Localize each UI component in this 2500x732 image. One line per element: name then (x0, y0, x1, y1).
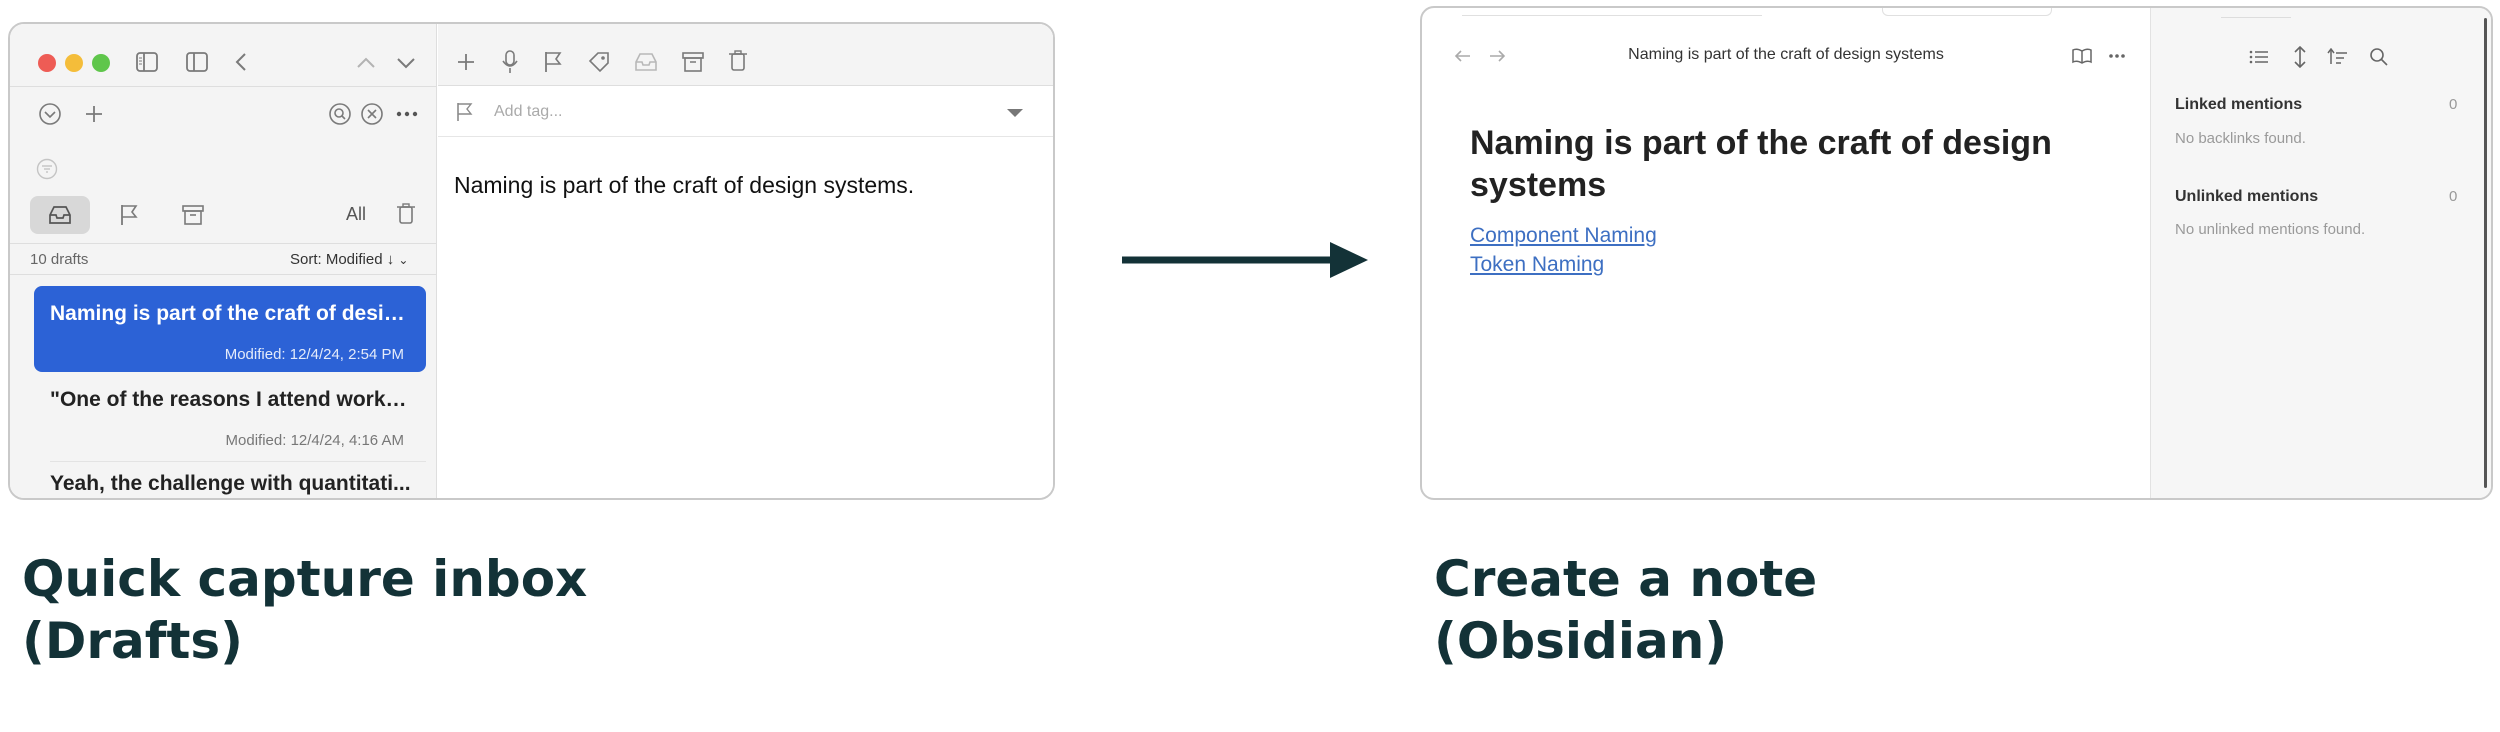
tab-inbox[interactable] (30, 196, 90, 234)
inbox-icon (49, 206, 71, 224)
tab-strip (1882, 8, 2052, 16)
caption-obsidian: Create a note (Obsidian) (1434, 548, 1817, 672)
search-icon[interactable] (2369, 47, 2389, 67)
inbox-icon[interactable] (634, 52, 658, 72)
tag-icon[interactable] (588, 51, 610, 73)
back-icon[interactable] (234, 52, 248, 72)
backlinks-panel: Linked mentions 0 No backlinks found. Un… (2150, 8, 2491, 498)
tab-trash-icon[interactable] (396, 203, 416, 225)
caption-drafts-line1: Quick capture inbox (22, 550, 588, 608)
trash-icon[interactable] (728, 50, 748, 72)
close-window-button[interactable] (38, 54, 56, 72)
down-icon[interactable] (396, 56, 416, 70)
flag-icon[interactable] (544, 51, 562, 73)
linked-mentions-heading[interactable]: Linked mentions (2175, 96, 2303, 113)
sort-icon[interactable] (2327, 48, 2349, 66)
note-link-component-naming[interactable]: Component Naming (1470, 224, 1657, 247)
up-icon[interactable] (356, 56, 376, 70)
chevron-down-icon: ⌄ (398, 253, 409, 267)
reading-view-icon[interactable] (2072, 48, 2092, 64)
sidebar-icon[interactable] (136, 52, 158, 72)
panel-tab-strip (2221, 10, 2291, 18)
zoom-window-button[interactable] (92, 54, 110, 72)
draft-modified: Modified: 12/4/24, 4:16 AM (225, 432, 404, 449)
sort-dropdown[interactable]: Sort: Modified ↓ ⌄ (290, 251, 408, 268)
plus-icon[interactable] (456, 52, 476, 72)
archive-icon[interactable] (682, 52, 704, 72)
unlinked-mentions-empty: No unlinked mentions found. (2175, 221, 2366, 238)
list-item[interactable]: Naming is part of the craft of desig... … (34, 286, 426, 372)
minimize-window-button[interactable] (65, 54, 83, 72)
more-options-icon[interactable] (2108, 53, 2126, 59)
drafts-editor: Add tag... Naming is part of the craft o… (438, 24, 1053, 498)
tag-input[interactable]: Add tag... (494, 103, 563, 120)
draft-title: Naming is part of the craft of desig... (50, 302, 412, 325)
draft-title: "One of the reasons I attend works... (50, 388, 412, 411)
linked-mentions-empty: No backlinks found. (2175, 130, 2306, 147)
nav-back-icon[interactable] (1454, 49, 1472, 63)
linked-mentions-count: 0 (2449, 96, 2458, 113)
note-link-token-naming[interactable]: Token Naming (1470, 253, 1605, 276)
list-item[interactable]: "One of the reasons I attend works... Mo… (34, 372, 426, 458)
panel-icon[interactable] (186, 52, 208, 72)
search-icon[interactable] (328, 102, 352, 126)
caption-obsidian-line2: (Obsidian) (1434, 612, 1728, 670)
drafts-sidebar: All 10 drafts Sort: Modified ↓ ⌄ Naming … (10, 24, 437, 498)
filter-icon[interactable] (36, 158, 58, 180)
draft-title: Yeah, the challenge with quantitati... (50, 472, 411, 495)
scrollbar[interactable] (2484, 18, 2487, 488)
list-item[interactable]: Yeah, the challenge with quantitati... (34, 462, 426, 498)
caption-obsidian-line1: Create a note (1434, 550, 1818, 608)
note-tab-title: Naming is part of the craft of design sy… (1628, 46, 1944, 63)
tab-flagged-icon[interactable] (120, 204, 138, 226)
tab-archive-icon[interactable] (182, 205, 204, 225)
unlinked-mentions-heading[interactable]: Unlinked mentions (2175, 188, 2319, 205)
tag-dropdown-icon[interactable] (1006, 108, 1024, 118)
expand-vertical-icon[interactable] (2293, 46, 2307, 68)
tab-all[interactable]: All (346, 204, 367, 224)
unlinked-mentions-count: 0 (2449, 188, 2458, 205)
more-icon[interactable] (396, 110, 418, 118)
tab-strip (1462, 8, 1762, 16)
caption-drafts: Quick capture inbox (Drafts) (22, 548, 587, 672)
nav-forward-icon[interactable] (1488, 49, 1506, 63)
flow-arrow (1122, 242, 1368, 278)
add-draft-icon[interactable] (84, 104, 104, 124)
draft-modified: Modified: 12/4/24, 2:54 PM (224, 346, 404, 363)
editor-text[interactable]: Naming is part of the craft of design sy… (454, 172, 915, 198)
clear-icon[interactable] (360, 102, 384, 126)
sort-label: Sort: Modified ↓ (290, 251, 395, 268)
draft-count: 10 drafts (30, 251, 89, 268)
note-title[interactable]: Naming is part of the craft of design sy… (1470, 124, 2052, 204)
drafts-window: All 10 drafts Sort: Modified ↓ ⌄ Naming … (8, 22, 1055, 500)
chevron-circle-icon[interactable] (38, 102, 62, 126)
editor-toolbar (438, 24, 1053, 86)
obsidian-window: Naming is part of the craft of design sy… (1420, 6, 2493, 500)
mic-icon[interactable] (502, 50, 518, 74)
list-icon[interactable] (2249, 49, 2269, 65)
tag-flag-icon (457, 103, 473, 121)
caption-drafts-line2: (Drafts) (22, 612, 244, 670)
